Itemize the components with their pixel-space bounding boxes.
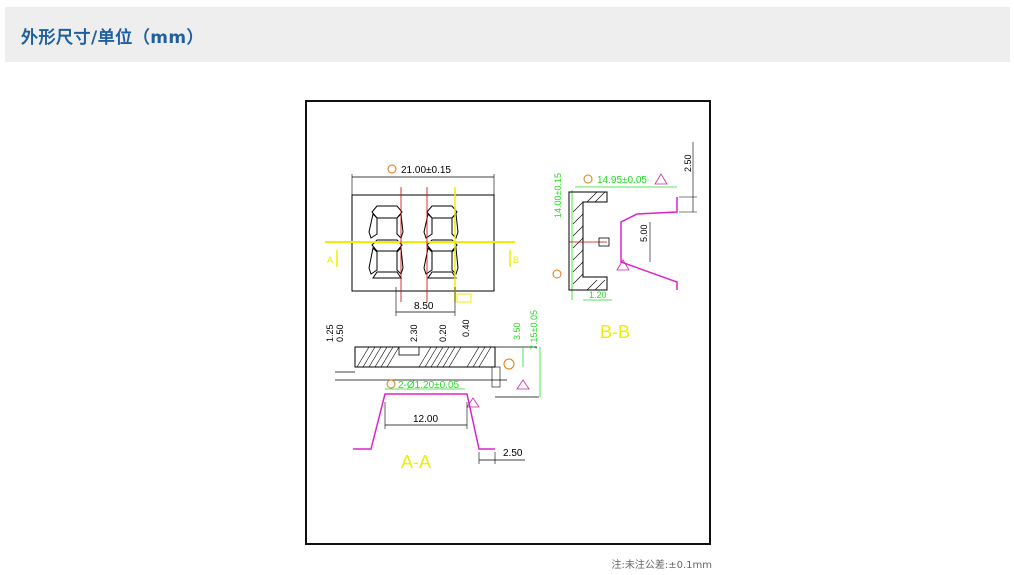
section-aa: 1.25 0.50 2.30 0.20 0.40 3.50 7.15±0.05 … [325, 310, 541, 472]
aa-dim-040: 0.40 [461, 319, 471, 337]
top-view: 21.00±0.15 A B 8.50 [325, 164, 519, 316]
tolerance-footnote: 注:未注公差:±0.1mm [611, 560, 712, 571]
aa-dim-050: 0.50 [335, 324, 345, 342]
page-title: 外形尺寸/单位（mm） [21, 28, 205, 48]
aa-dim-020: 0.20 [438, 324, 448, 342]
digit-1-bottom [368, 239, 404, 279]
bb-hatching [572, 191, 606, 291]
marker-6 [552, 269, 562, 279]
bb-body [568, 191, 608, 291]
segment-digits [368, 205, 459, 279]
bb-dim-1400-text: 14.00±0.15 [553, 173, 563, 218]
marker-5 [386, 379, 396, 389]
technical-drawing: 21.00±0.15 A B 8.50 [305, 100, 711, 545]
digit-1-top [368, 205, 404, 239]
drawing-canvas: 21.00±0.15 A B 8.50 [325, 142, 697, 472]
warning-icon [516, 379, 530, 390]
pitch-dim-text: 8.50 [414, 301, 434, 312]
aa-dim-230: 2.30 [409, 324, 419, 342]
aa-dim-125: 1.25 [325, 324, 335, 342]
bb-profile [620, 197, 678, 290]
aa-dim-1200-text: 12.00 [413, 414, 438, 425]
aa-dim-250-text: 2.50 [503, 448, 523, 459]
section-mark-b-right: B [513, 255, 519, 265]
digit-2-top [423, 205, 459, 239]
section-mark-a-left: A [327, 255, 333, 265]
section-bb-label: B-B [600, 322, 630, 342]
warning-icon [466, 397, 480, 408]
digit-2-bottom [423, 239, 459, 279]
aa-profile [353, 393, 495, 450]
bb-dim-500-text: 5.00 [639, 224, 649, 242]
aa-dim-350: 3.50 [512, 322, 522, 340]
marker-1 [387, 164, 397, 174]
marker-2 [583, 174, 593, 184]
bb-dim-120-text: 1.20 [589, 290, 607, 300]
aa-hole-dim-text: 2-Ø1.20±0.05 [398, 380, 460, 391]
width-dim-text: 21.00±0.15 [401, 165, 451, 176]
warning-icon [654, 173, 668, 185]
marker-4 [503, 358, 515, 370]
bb-dim-1495-text: 14.95±0.05 [597, 175, 647, 186]
aa-dim-715: 7.15±0.05 [529, 310, 539, 350]
section-bb: 14.00±0.15 14.95±0.05 2.50 [552, 142, 697, 342]
section-aa-label: A-A [401, 452, 431, 472]
aa-hatching [356, 346, 492, 368]
header-bar: 外形尺寸/单位（mm） [5, 7, 1010, 62]
bb-dim-250-text: 2.50 [683, 154, 693, 172]
warning-icon [616, 259, 630, 271]
